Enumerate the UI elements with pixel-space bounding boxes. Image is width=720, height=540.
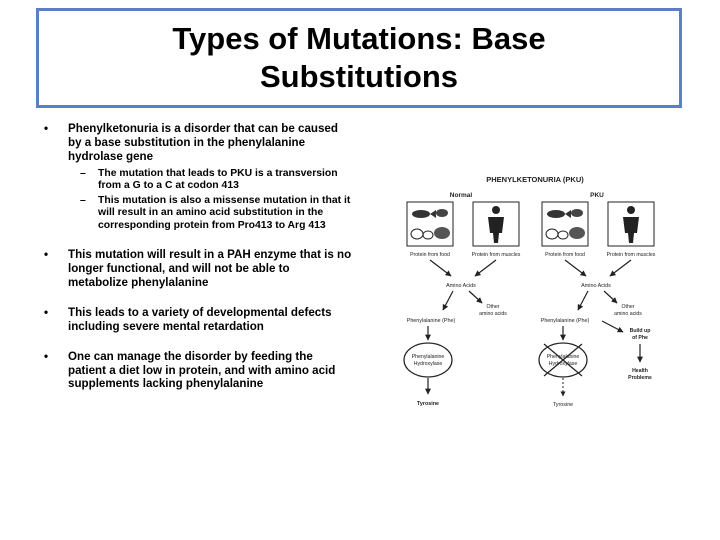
fish-icon: [547, 209, 583, 218]
bullet-text: This leads to a variety of developmental…: [68, 305, 332, 333]
buildup-label: Build up: [630, 328, 651, 334]
enzyme-label: Phenylalanine: [412, 354, 445, 360]
protein-muscle-label: Protein from muscles: [607, 252, 656, 258]
other-label: amino acids: [614, 311, 642, 317]
food-icon: [545, 227, 585, 240]
title-box: Types of Mutations: Base Substitutions: [36, 8, 682, 108]
pku-food-panel: [541, 201, 589, 247]
protein-muscle-label: Protein from muscles: [472, 252, 521, 258]
bullet-item: This mutation will result in a PAH enzym…: [40, 248, 352, 290]
bullet-text: Phenylketonuria is a disorder that can b…: [68, 122, 338, 163]
bullet-item: Phenylketonuria is a disorder that can b…: [40, 122, 352, 232]
enzyme-label: Hydroxylase: [549, 361, 578, 367]
tyrosine-label: Tyrosine: [553, 402, 573, 408]
enzyme-circle: [403, 342, 453, 378]
sub-bullet-item: The mutation that leads to PKU is a tran…: [68, 168, 352, 193]
sub-bullet-item: This mutation is also a missense mutatio…: [68, 195, 352, 232]
normal-label: Normal: [450, 192, 473, 199]
normal-muscle-panel: [472, 201, 520, 247]
amino-acids-label: Amino Acids: [581, 283, 611, 289]
bullet-text: One can manage the disorder by feeding t…: [68, 349, 336, 391]
bullet-text: This mutation will result in a PAH enzym…: [68, 248, 352, 289]
pku-muscle-panel: [607, 201, 655, 247]
health-label: Health: [632, 368, 648, 374]
fish-icon: [412, 209, 448, 218]
other-label: amino acids: [479, 311, 507, 317]
protein-food-label: Protein from food: [410, 252, 450, 258]
slide-title: Types of Mutations: Base Substitutions: [172, 21, 546, 94]
enzyme-label: Hydroxylase: [414, 361, 443, 367]
bullet-item: One can manage the disorder by feeding t…: [40, 350, 352, 392]
bullet-item: This leads to a variety of developmental…: [40, 306, 352, 334]
normal-food-panel: [406, 201, 454, 247]
food-icon: [410, 227, 450, 240]
pku-diagram: PHENYLKETONURIA (PKU) Normal Protein fro…: [403, 175, 656, 408]
pku-label: PKU: [590, 192, 604, 199]
sub-bullet-list: The mutation that leads to PKU is a tran…: [68, 168, 352, 232]
diagram-title: PHENYLKETONURIA (PKU): [486, 175, 584, 184]
person-icon: [623, 206, 639, 243]
buildup-label: of Phe: [632, 335, 648, 341]
other-label: Other: [622, 304, 635, 310]
phenylalanine-label: Phenylalanine (Phe): [407, 318, 456, 324]
person-icon: [488, 206, 504, 243]
tyrosine-label: Tyrosine: [417, 401, 439, 407]
health-label: Problems: [628, 375, 652, 381]
protein-food-label: Protein from food: [545, 252, 585, 258]
amino-acids-label: Amino Acids: [446, 283, 476, 289]
enzyme-label: Phenylalanine: [547, 354, 580, 360]
blocked-cross-icon: [543, 343, 583, 377]
bullet-list: Phenylketonuria is a disorder that can b…: [40, 122, 352, 395]
phenylalanine-label: Phenylalanine (Phe): [541, 318, 590, 324]
other-label: Other: [487, 304, 500, 310]
